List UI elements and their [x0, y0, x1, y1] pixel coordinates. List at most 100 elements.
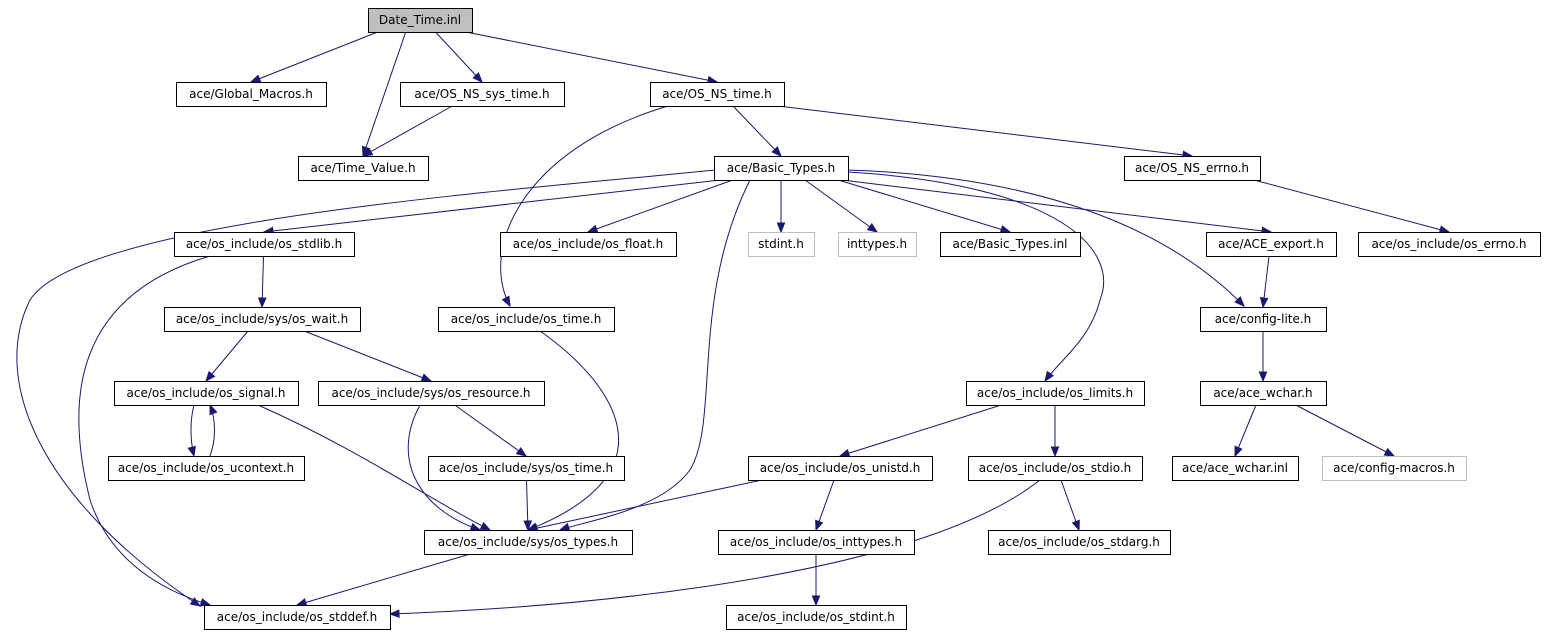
node-label: ace/os_include/os_errno.h: [1371, 237, 1526, 251]
edge-basic_types-to-ace_export: [841, 179, 1273, 236]
node-os-stdlib[interactable]: ace/os_include/os_stdlib.h: [174, 232, 355, 257]
edge-ace_wchar-to-config_macros: [1295, 404, 1396, 457]
node-os-limits[interactable]: ace/os_include/os_limits.h: [966, 381, 1145, 406]
node-label: ace/os_include/os_stdlib.h: [186, 237, 342, 251]
node-os-ns-errno[interactable]: ace/OS_NS_errno.h: [1124, 156, 1261, 181]
edge-os_signal-to-sys_os_types: [257, 404, 492, 531]
edge-basic_types-to-os_stdlib: [262, 179, 721, 236]
node-label: ace/os_include/os_stdio.h: [979, 461, 1132, 475]
node-config-macros: ace/config-macros.h: [1322, 456, 1467, 481]
node-label: ace/Time_Value.h: [310, 161, 415, 175]
node-box: [1200, 381, 1327, 406]
edge-line: [804, 179, 878, 233]
edge-line: [1253, 179, 1450, 233]
arrowhead-icon: [472, 72, 483, 83]
node-basic-types-inl[interactable]: ace/Basic_Types.inl: [940, 232, 1081, 257]
node-label: ace/ace_wchar.h: [1213, 386, 1312, 400]
edge-basic_types-to-os_limits: [847, 171, 1105, 383]
node-box: [1322, 456, 1467, 481]
arrowhead-icon: [1234, 296, 1245, 307]
arrowhead-icon: [1050, 446, 1060, 458]
edge-line: [407, 404, 481, 531]
node-os-unistd[interactable]: ace/os_include/os_unistd.h: [748, 456, 933, 481]
edge-line: [847, 169, 1245, 307]
node-os-time[interactable]: ace/os_include/os_time.h: [438, 307, 615, 332]
node-label: ace/Basic_Types.inl: [952, 237, 1067, 251]
edge-line: [465, 31, 718, 83]
node-time-value[interactable]: ace/Time_Value.h: [298, 156, 429, 181]
node-label: ace/os_include/os_ucontext.h: [118, 461, 294, 475]
node-box: [1206, 232, 1337, 257]
edge-ace_export-to-config_lite: [1259, 255, 1270, 309]
node-os-stdio[interactable]: ace/os_include/os_stdio.h: [968, 456, 1143, 481]
edge-line: [500, 105, 669, 307]
arrowhead-icon: [1259, 297, 1269, 309]
node-os-inttypes[interactable]: ace/os_include/os_inttypes.h: [718, 530, 915, 555]
node-os-signal[interactable]: ace/os_include/os_signal.h: [114, 381, 299, 406]
edge-date_time_inl-to-os_ns_sys_time: [435, 31, 483, 83]
node-box: [204, 605, 391, 630]
edge-os_stdio-to-os_stdarg: [1060, 479, 1080, 532]
node-sys-os-wait[interactable]: ace/os_include/sys/os_wait.h: [164, 307, 361, 332]
node-date-time-inl[interactable]: Date_Time.inl: [368, 8, 473, 33]
node-label: ace/os_include/sys/os_resource.h: [331, 386, 530, 400]
node-config-lite[interactable]: ace/config-lite.h: [1200, 307, 1327, 332]
arrowhead-icon: [776, 222, 786, 234]
node-label: inttypes.h: [847, 237, 907, 251]
node-ace-export[interactable]: ace/ACE_export.h: [1206, 232, 1337, 257]
arrowhead-icon: [771, 146, 782, 157]
node-os-errno[interactable]: ace/os_include/os_errno.h: [1358, 232, 1541, 257]
node-box: [114, 381, 299, 406]
node-os-ns-sys-time[interactable]: ace/OS_NS_sys_time.h: [400, 82, 565, 107]
edge-line: [777, 105, 1193, 157]
arrowhead-icon: [199, 598, 212, 607]
node-label: Date_Time.inl: [379, 13, 461, 27]
edge-line: [838, 179, 1011, 233]
edge-ace_wchar-to-ace_wchar_inl: [1234, 404, 1257, 458]
edge-line: [78, 255, 211, 606]
node-sys-os-resource[interactable]: ace/os_include/sys/os_resource.h: [318, 381, 545, 406]
edge-line: [454, 404, 527, 457]
arrowhead-icon: [388, 609, 400, 618]
node-box: [1358, 232, 1541, 257]
node-global-macros[interactable]: ace/Global_Macros.h: [176, 82, 327, 107]
edge-line: [587, 179, 733, 233]
node-label: ace/config-lite.h: [1215, 312, 1312, 326]
node-ace-wchar-inl[interactable]: ace/ace_wchar.inl: [1172, 456, 1299, 481]
node-box: [428, 456, 625, 481]
arrowhead-icon: [501, 295, 511, 308]
node-sys-os-types[interactable]: ace/os_include/sys/os_types.h: [424, 530, 633, 555]
node-ace-wchar[interactable]: ace/ace_wchar.h: [1200, 381, 1327, 406]
edge-line: [839, 404, 1002, 457]
node-os-ns-time[interactable]: ace/OS_NS_time.h: [650, 82, 785, 107]
node-label: stdint.h: [758, 237, 804, 251]
arrowhead-icon: [1234, 445, 1243, 458]
node-box: [714, 156, 849, 181]
node-box: [718, 530, 915, 555]
node-sys-os-time[interactable]: ace/os_include/sys/os_time.h: [428, 456, 625, 481]
node-box: [726, 605, 907, 630]
node-box: [838, 232, 917, 257]
node-box: [164, 307, 361, 332]
node-label: ace/os_include/os_unistd.h: [760, 461, 921, 475]
node-label: ace/os_include/os_stddef.h: [217, 610, 377, 624]
edge-os_ns_time-to-basic_types: [732, 105, 782, 157]
arrowhead-icon: [838, 448, 851, 458]
arrowhead-icon: [479, 521, 492, 531]
edge-sys_os_wait-to-sys_os_resource: [304, 330, 433, 382]
edge-os_ns_sys_time-to-time_value: [361, 105, 453, 157]
arrowhead-icon: [469, 522, 482, 532]
node-box: [176, 82, 327, 107]
node-os-stdarg[interactable]: ace/os_include/os_stdarg.h: [988, 530, 1171, 555]
node-os-stdint[interactable]: ace/os_include/os_stdint.h: [726, 605, 907, 630]
node-os-ucontext[interactable]: ace/os_include/os_ucontext.h: [108, 456, 305, 481]
node-basic-types[interactable]: ace/Basic_Types.h: [714, 156, 849, 181]
node-os-stddef[interactable]: ace/os_include/os_stddef.h: [204, 605, 391, 630]
edge-os_stdio-to-os_stddef: [388, 479, 1041, 618]
arrowhead-icon: [1071, 519, 1080, 532]
edge-os_unistd-to-os_inttypes: [815, 479, 835, 532]
node-os-float[interactable]: ace/os_include/os_float.h: [500, 232, 677, 257]
edge-line: [1295, 404, 1395, 457]
